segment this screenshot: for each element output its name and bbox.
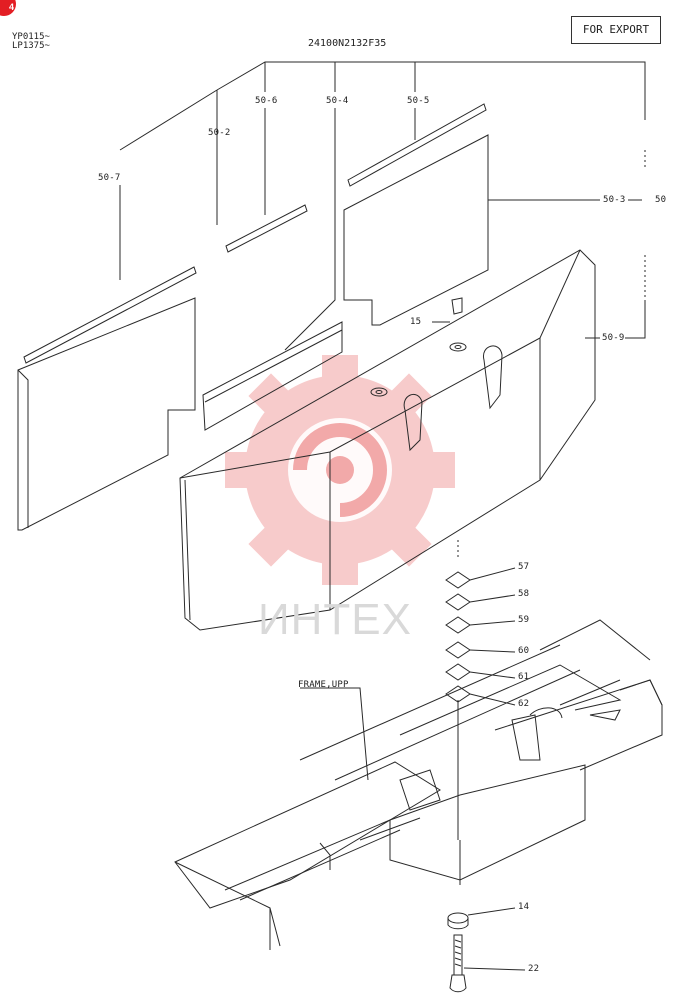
watermark-text: ИНТЕХ xyxy=(258,595,412,644)
callout-61: 61 xyxy=(518,672,530,682)
callout-59: 59 xyxy=(518,615,530,625)
callout-50-7: 50-7 xyxy=(98,173,121,183)
callout-50-9: 50-9 xyxy=(602,333,625,343)
page-badge: 4 xyxy=(0,0,16,16)
callout-14: 14 xyxy=(518,902,530,912)
callout-58: 58 xyxy=(518,589,530,599)
callout-60: 60 xyxy=(518,646,530,656)
callout-50: 50 xyxy=(655,195,667,205)
callout-50-3: 50-3 xyxy=(603,195,626,205)
callout-50-2: 50-2 xyxy=(208,128,231,138)
callout-50-4: 50-4 xyxy=(326,96,349,106)
model-code-line-1: YP0115~ xyxy=(12,32,50,42)
callout-50-6: 50-6 xyxy=(255,96,278,106)
callout-22: 22 xyxy=(528,964,540,974)
part-code: 24100N2132F35 xyxy=(308,38,387,49)
callout-frame-upp: FRAME,UPP xyxy=(298,680,349,690)
callout-57: 57 xyxy=(518,562,530,572)
callout-15: 15 xyxy=(410,317,422,327)
callout-62: 62 xyxy=(518,699,530,709)
callout-50-5: 50-5 xyxy=(407,96,430,106)
export-label-box: FOR EXPORT xyxy=(571,16,661,44)
model-code-line-2: LP1375~ xyxy=(12,41,50,51)
washer-stack xyxy=(445,571,471,703)
